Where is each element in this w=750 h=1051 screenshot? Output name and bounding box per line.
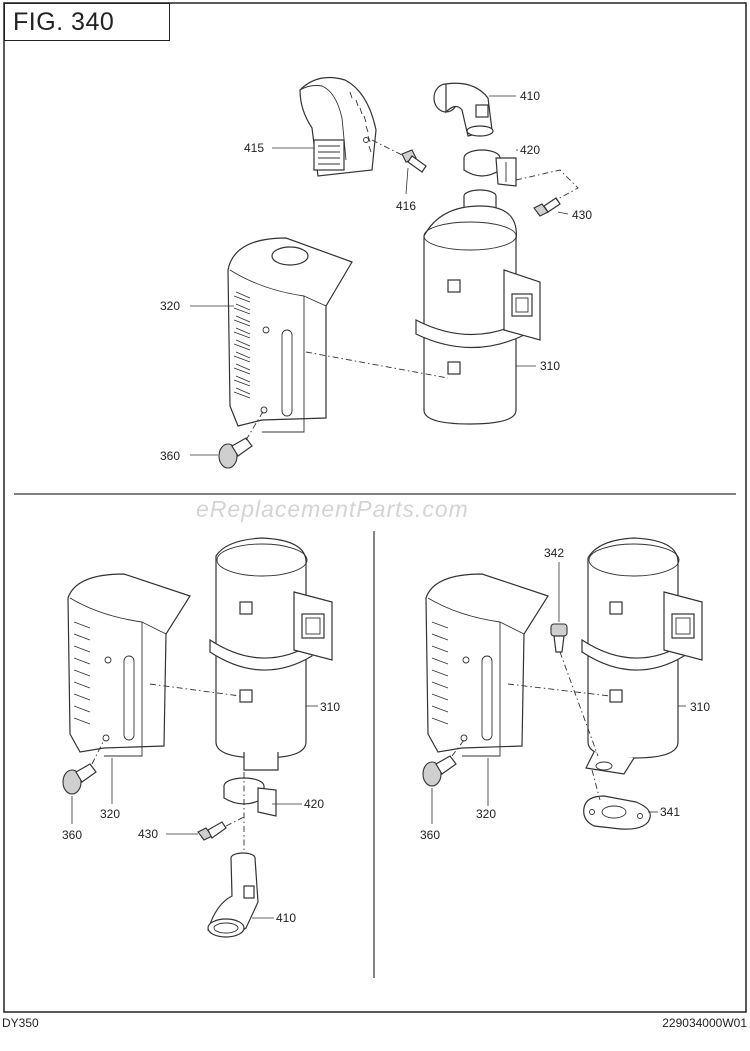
part-341-gasket (583, 769, 651, 830)
part-310-muffler (415, 189, 541, 425)
callout-420-top: 420 (520, 143, 540, 157)
part-420-clamp-bl (223, 777, 277, 817)
model-label: DY350 (2, 1016, 39, 1030)
callout-360-top: 360 (160, 449, 180, 463)
top-panel: 410 415 416 420 430 320 310 360 (160, 77, 592, 469)
part-430-screw-bl (197, 815, 247, 841)
part-410-elbow-bl (207, 852, 259, 938)
part-430-screw (515, 169, 579, 217)
callout-430-top: 430 (572, 208, 592, 222)
callout-320-bl: 320 (100, 807, 120, 821)
callout-416: 416 (396, 199, 416, 213)
figure-title: FIG. 340 (4, 3, 170, 41)
callout-420-bl: 420 (304, 797, 324, 811)
callout-360-bl: 360 (62, 828, 82, 842)
part-320-shield-br (425, 573, 611, 757)
callout-320-top: 320 (160, 299, 180, 313)
part-416-bolt (371, 139, 427, 173)
shield-louvers-br (431, 621, 449, 725)
part-360-bolt-br (422, 739, 465, 787)
part-410-elbow (433, 82, 494, 137)
watermark: eReplacementParts.com (196, 496, 469, 522)
shield-louvers (233, 291, 251, 399)
part-310-muffler-bl (209, 537, 333, 771)
callout-310-top: 310 (540, 359, 560, 373)
callout-430-bl: 430 (138, 827, 158, 841)
part-360-bolt-bl (62, 739, 105, 795)
callout-415: 415 (244, 141, 264, 155)
part-415-cover (299, 77, 377, 177)
part-420-clamp (463, 149, 517, 187)
callout-410-bl: 410 (276, 911, 296, 925)
callout-310-br: 310 (690, 700, 710, 714)
callout-410-top: 410 (520, 89, 540, 103)
part-number-label: 229034000W01 (662, 1016, 747, 1030)
part-320-shield-bl (67, 573, 241, 757)
outer-border (3, 2, 747, 1013)
part-342-bolt (550, 623, 599, 757)
callout-341: 341 (660, 805, 680, 819)
callout-360-br: 360 (420, 828, 440, 842)
part-320-shield (227, 237, 449, 433)
shield-louvers-bl (73, 621, 91, 725)
part-360-bolt (218, 409, 265, 469)
bottom-right-panel: 342 310 360 320 341 (420, 537, 710, 842)
part-310-muffler-br (581, 537, 703, 775)
callout-320-br: 320 (476, 807, 496, 821)
callout-310-bl: 310 (320, 700, 340, 714)
callout-342: 342 (544, 546, 564, 560)
bottom-left-panel: 310 360 320 420 430 410 (62, 537, 340, 938)
